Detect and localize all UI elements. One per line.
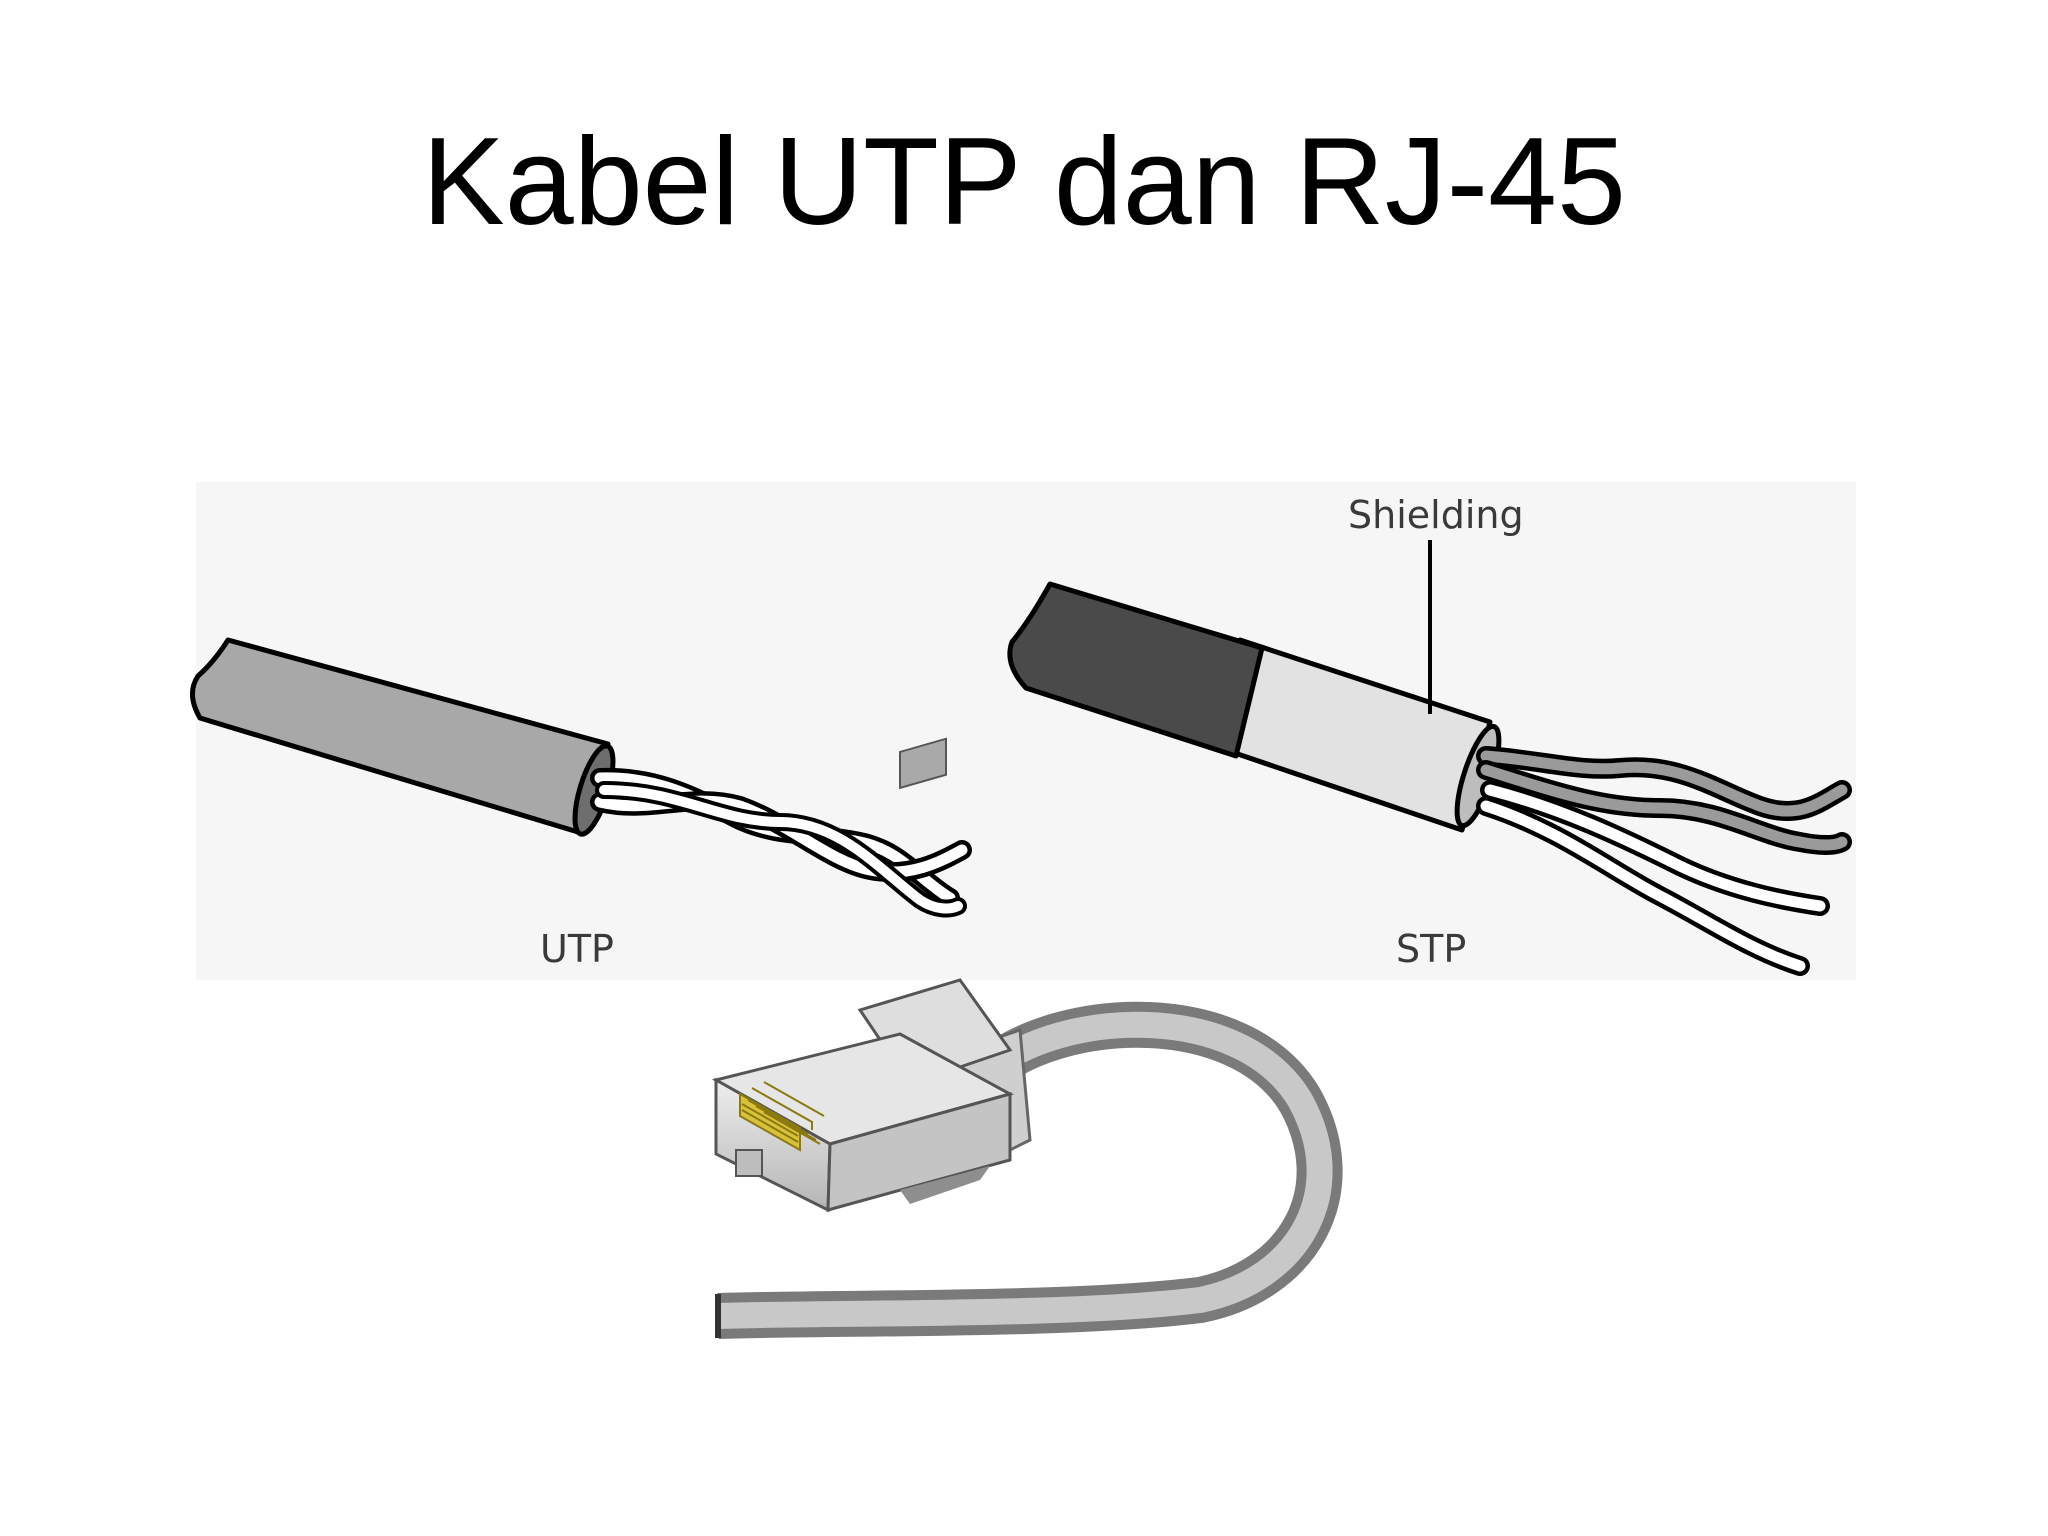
rj45-connector-assembly bbox=[711, 737, 1343, 1339]
utp-cable: UTP bbox=[190, 637, 972, 971]
stp-twisted-pairs bbox=[1476, 746, 1852, 976]
shielding-label: Shielding bbox=[1348, 493, 1524, 537]
utp-label: UTP bbox=[540, 927, 614, 971]
connector-pins bbox=[739, 1081, 825, 1152]
utp-jacket bbox=[190, 637, 611, 835]
connector-shadow bbox=[900, 1166, 990, 1204]
stp-jacket bbox=[1007, 581, 1265, 759]
connector-latch-window bbox=[899, 737, 947, 790]
slide-title: Kabel UTP dan RJ-45 bbox=[422, 113, 1626, 251]
patch-cable-highlight bbox=[717, 1011, 1333, 1329]
connector-body-side bbox=[826, 1092, 1012, 1212]
stp-cable: Shielding STP bbox=[1007, 493, 1852, 976]
stp-label: STP bbox=[1396, 927, 1466, 971]
connector-front-clip bbox=[735, 1149, 763, 1177]
utp-twisted-pairs bbox=[590, 767, 972, 918]
